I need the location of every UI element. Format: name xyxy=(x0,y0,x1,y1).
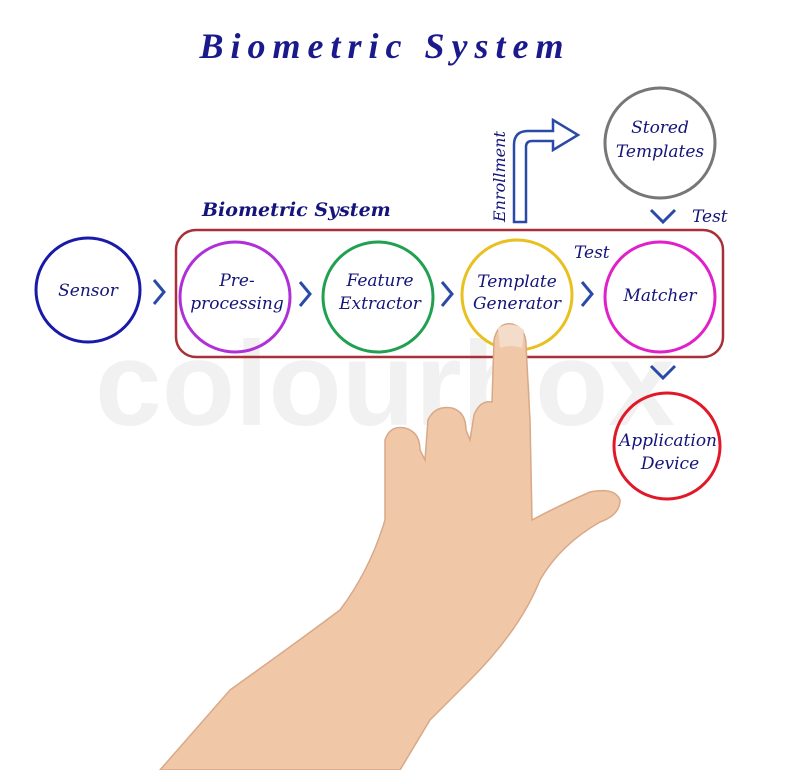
fingernail xyxy=(498,324,524,348)
application-device-label-2: Device xyxy=(640,454,699,474)
biometric-system-box xyxy=(174,228,725,359)
feature-extractor-label-1: Feature xyxy=(345,271,413,291)
test-label-top: Test xyxy=(692,207,728,227)
watermark: colourbox xyxy=(95,317,675,451)
chevron-right-icon xyxy=(152,279,166,305)
preprocessing-circle xyxy=(178,240,292,354)
preprocessing-label-1: Pre- xyxy=(218,271,255,291)
chevron-right-icon xyxy=(440,281,454,307)
preprocessing-label-2: processing xyxy=(190,294,284,314)
page-title: Biometric System xyxy=(199,26,571,66)
group-label: Biometric System xyxy=(201,199,391,221)
feature-extractor-circle xyxy=(321,240,435,354)
stored-templates-label-2: Templates xyxy=(616,142,705,162)
chevron-down-icon xyxy=(649,208,677,225)
template-generator-label-2: Generator xyxy=(473,294,562,314)
stored-templates-circle xyxy=(603,86,717,200)
matcher-label: Matcher xyxy=(622,286,697,306)
application-device-label-1: Application xyxy=(617,431,717,451)
application-device-circle xyxy=(612,391,722,501)
chevron-down-icon xyxy=(649,364,677,381)
chevron-right-icon xyxy=(298,281,312,307)
sensor-circle xyxy=(34,236,142,344)
matcher-circle xyxy=(603,240,717,354)
enrollment-arrow-icon xyxy=(512,117,581,224)
chevron-right-icon xyxy=(580,281,594,307)
sensor-label: Sensor xyxy=(58,281,119,301)
stored-templates-label-1: Stored xyxy=(631,118,689,138)
template-generator-label-1: Template xyxy=(477,272,557,292)
enrollment-label: Enrollment xyxy=(490,131,509,223)
test-label-mid: Test xyxy=(574,243,610,263)
feature-extractor-label-2: Extractor xyxy=(338,294,422,314)
pointing-hand xyxy=(159,323,621,770)
